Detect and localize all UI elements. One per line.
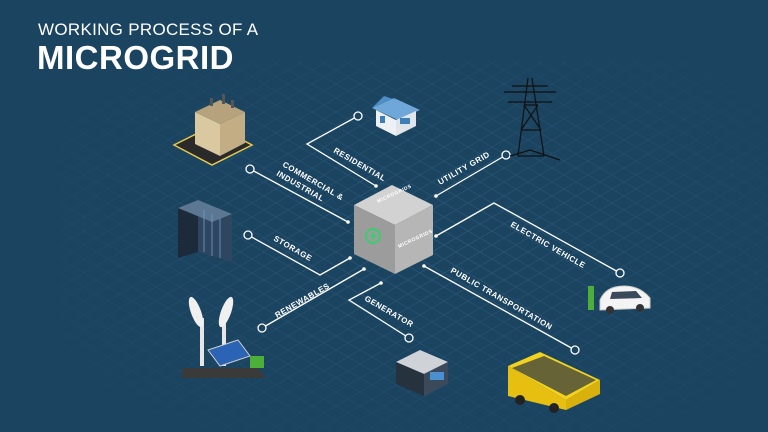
renewables-icon [182,296,266,378]
commercial-line [249,168,349,223]
generator-line [347,282,410,339]
residential-line [305,115,377,187]
public-transport-line [423,265,576,351]
utility-line [435,154,507,197]
power-tower-icon [504,77,561,161]
ev-line [435,202,621,274]
generator-icon [396,350,448,396]
bus-icon [508,352,600,413]
renewables-line [261,268,365,329]
connector-lines [247,115,621,351]
endpoint-circles [243,111,625,355]
microgrid-hub-cube: MICROGRIDS MICROGRIDS [354,183,434,274]
commercial-building-icon [172,94,254,166]
page-title: MICROGRID [37,39,234,76]
storage-line [247,234,351,276]
electric-vehicle-icon [588,285,651,314]
lightning-bolt-icon [365,228,381,244]
storage-battery-rack-icon [178,200,232,262]
title-line-1: WORKING PROCESS OF A [38,20,259,39]
house-icon [372,96,420,136]
endpoint-dots [346,184,438,285]
